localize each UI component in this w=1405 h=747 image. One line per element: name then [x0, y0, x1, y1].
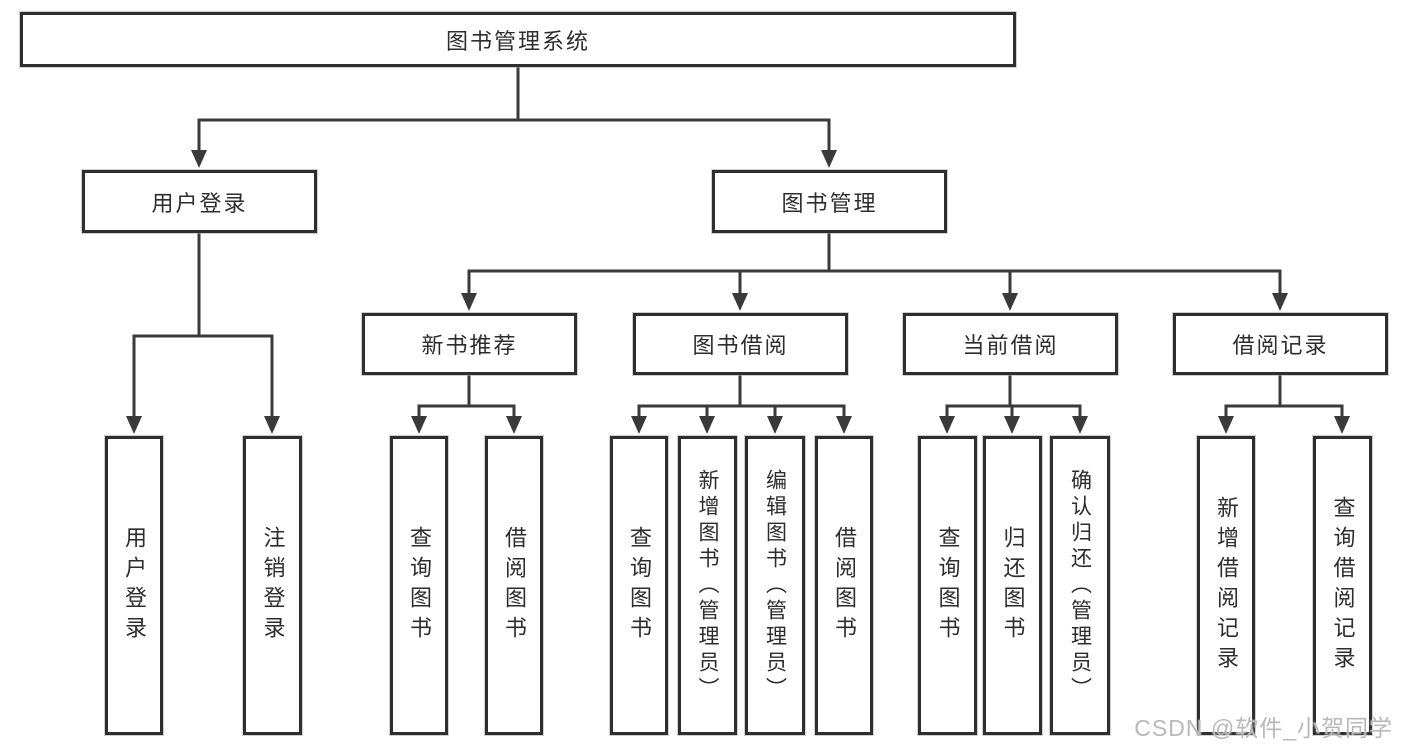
- node-label: 编辑图书（管理员）: [763, 468, 787, 703]
- node-label: 图书管理: [781, 190, 878, 216]
- node-label: 借阅图书: [832, 525, 857, 646]
- watermark: CSDN @软件_小贺同学: [1134, 715, 1393, 741]
- leaf-query-books-current: 查询图书: [918, 436, 977, 735]
- node-label: 图书借阅: [692, 333, 789, 358]
- leaf-return-books: 归还图书: [983, 436, 1042, 735]
- node-new-book-recommend: 新书推荐: [362, 313, 577, 375]
- node-label: 归还图书: [1000, 525, 1026, 646]
- node-label: 借阅记录: [1232, 333, 1329, 358]
- node-label: 当前借阅: [962, 333, 1059, 358]
- node-label: 查询图书: [935, 525, 961, 646]
- leaf-borrow-books: 借阅图书: [815, 436, 873, 735]
- leaf-confirm-return-admin: 确认归还（管理员）: [1050, 436, 1110, 735]
- leaf-borrow-books-recommend: 借阅图书: [485, 436, 543, 735]
- node-book-management: 图书管理: [712, 170, 947, 233]
- node-book-borrow: 图书借阅: [633, 313, 848, 375]
- node-label: 用户登录: [151, 190, 248, 216]
- node-label: 图书管理系统: [445, 28, 590, 54]
- leaf-user-login: 用户登录: [105, 436, 163, 735]
- node-label: 新书推荐: [421, 333, 518, 358]
- node-user-login: 用户登录: [82, 170, 317, 233]
- node-label: 注销登录: [260, 525, 286, 646]
- node-label: 查询图书: [627, 525, 652, 646]
- leaf-edit-book-admin: 编辑图书（管理员）: [745, 436, 805, 735]
- leaf-query-books-recommend: 查询图书: [390, 436, 448, 735]
- node-label: 查询图书: [407, 525, 432, 646]
- node-label: 确认归还（管理员）: [1068, 468, 1092, 703]
- leaf-query-books-borrow: 查询图书: [610, 436, 668, 735]
- leaf-query-borrow-record: 查询借阅记录: [1313, 436, 1372, 735]
- node-label: 用户登录: [122, 525, 147, 646]
- node-library-system: 图书管理系统: [20, 12, 1016, 67]
- node-label: 查询借阅记录: [1330, 495, 1356, 676]
- node-label: 新增借阅记录: [1214, 495, 1239, 676]
- leaf-logout: 注销登录: [243, 436, 302, 735]
- leaf-add-book-admin: 新增图书（管理员）: [678, 436, 737, 735]
- node-current-borrow: 当前借阅: [903, 313, 1118, 375]
- node-borrow-records: 借阅记录: [1173, 313, 1388, 375]
- leaf-add-borrow-record: 新增借阅记录: [1197, 436, 1255, 735]
- node-label: 新增图书（管理员）: [696, 468, 719, 703]
- node-label: 借阅图书: [502, 525, 527, 646]
